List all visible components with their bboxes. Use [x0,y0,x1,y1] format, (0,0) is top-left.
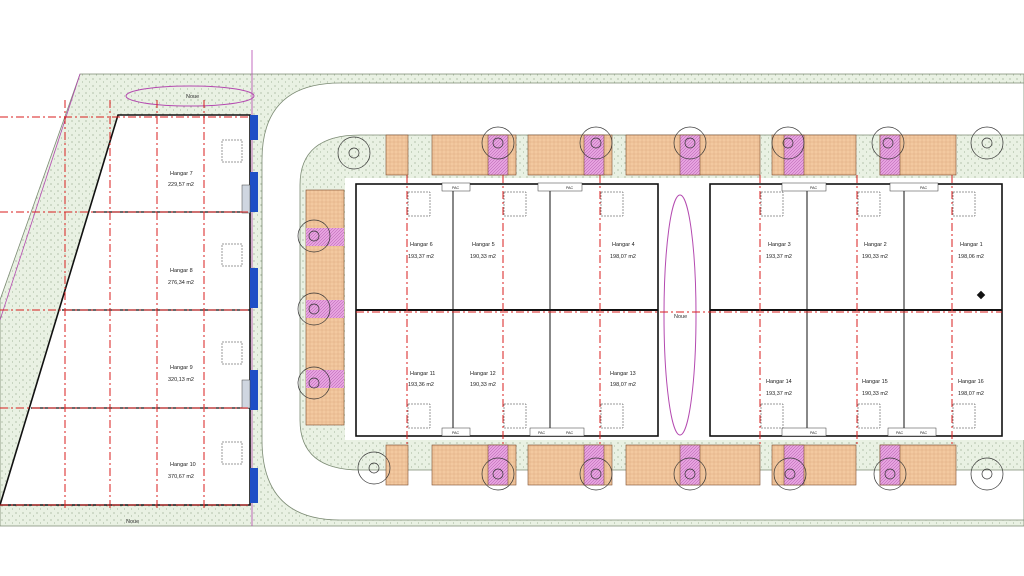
hangar-6-area: 193,37 m2 [408,254,434,260]
hangar-9-name: Hangar 9 [170,365,193,371]
hangar-8-name: Hangar 8 [170,268,193,274]
pac-label: PAC [810,431,818,435]
hangar-13-area: 198,07 m2 [610,382,636,388]
hangar-11-area: 193,36 m2 [408,382,434,388]
hangar-10-name: Hangar 10 [170,462,196,468]
hangar-2-area: 190,33 m2 [862,254,888,260]
structural-grid-center [356,175,1002,445]
central-skylights [407,191,976,429]
hangar-14-name: Hangar 14 [766,379,792,385]
pac-label: PAC [896,431,904,435]
pac-units [441,182,939,437]
hangar-3-name: Hangar 3 [768,242,791,248]
hangar-1-area: 198,06 m2 [958,254,984,260]
hangar-5-area: 190,33 m2 [470,254,496,260]
marker-icon [976,290,986,300]
hangar-13-name: Hangar 13 [610,371,636,377]
pac-label: PAC [920,186,928,190]
hangar-3-area: 193,37 m2 [766,254,792,260]
hangar-12-area: 190,33 m2 [470,382,496,388]
hangar-7-name: Hangar 7 [170,171,193,177]
hangar-6-name: Hangar 6 [410,242,433,248]
hangar-12-name: Hangar 12 [470,371,496,377]
storage-column [305,189,345,426]
hangar-1-name: Hangar 1 [960,242,983,248]
pac-label: PAC [452,431,460,435]
hangar-4-name: Hangar 4 [612,242,635,248]
hangar-11-name: Hangar 11 [410,371,435,377]
noue-label-top: Noue [186,94,199,100]
hangar-14-area: 193,37 m2 [766,391,792,397]
pac-label: PAC [452,186,460,190]
pac-label: PAC [566,431,574,435]
hangar-15-area: 190,33 m2 [862,391,888,397]
hangar-5-name: Hangar 5 [472,242,495,248]
structural-grid-left [0,100,250,510]
pac-label: PAC [920,431,928,435]
pac-label: PAC [810,186,818,190]
left-skylights [221,139,243,465]
hangar-16-area: 198,07 m2 [958,391,984,397]
noue-label-bottom: Noue [126,519,139,525]
hangar-15-name: Hangar 15 [862,379,888,385]
hangar-8-area: 276,34 m2 [168,280,194,286]
hangar-4-area: 198,07 m2 [610,254,636,260]
central-building [355,183,1003,437]
pac-label: PAC [566,186,574,190]
hangar-16-name: Hangar 16 [958,379,984,385]
hangar-2-name: Hangar 2 [864,242,887,248]
hangar-10-area: 370,67 m2 [168,474,194,480]
noue-label-center: Noue [674,314,687,320]
trees [297,126,1004,491]
pac-labels: PAC PAC PAC PAC PAC PAC PAC PAC PAC PAC [452,186,928,435]
pac-label: PAC [538,431,546,435]
hangar-7-area: 229,57 m2 [168,182,194,188]
storage-top [385,134,957,176]
hangar-9-area: 320,13 m2 [168,377,194,383]
